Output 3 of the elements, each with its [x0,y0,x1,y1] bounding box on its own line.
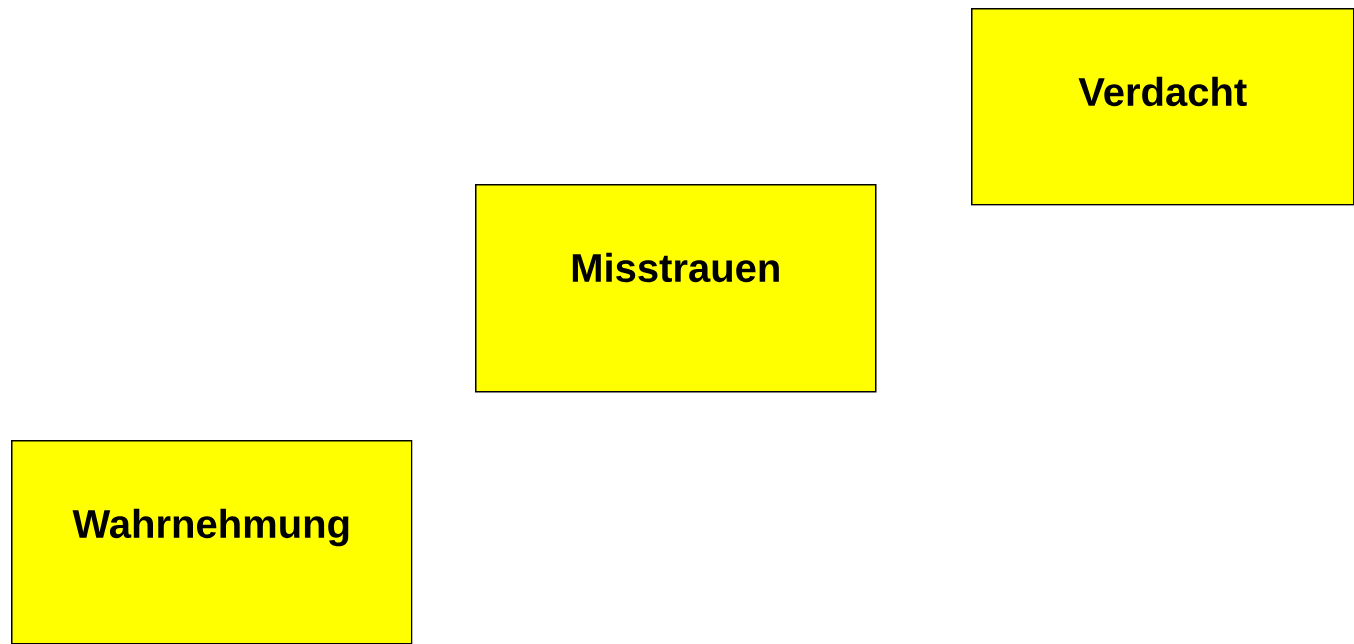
text-box: Wahrnehmung [11,440,413,644]
text-box: Verdacht [971,8,1354,206]
text-box: Misstrauen [475,184,877,393]
